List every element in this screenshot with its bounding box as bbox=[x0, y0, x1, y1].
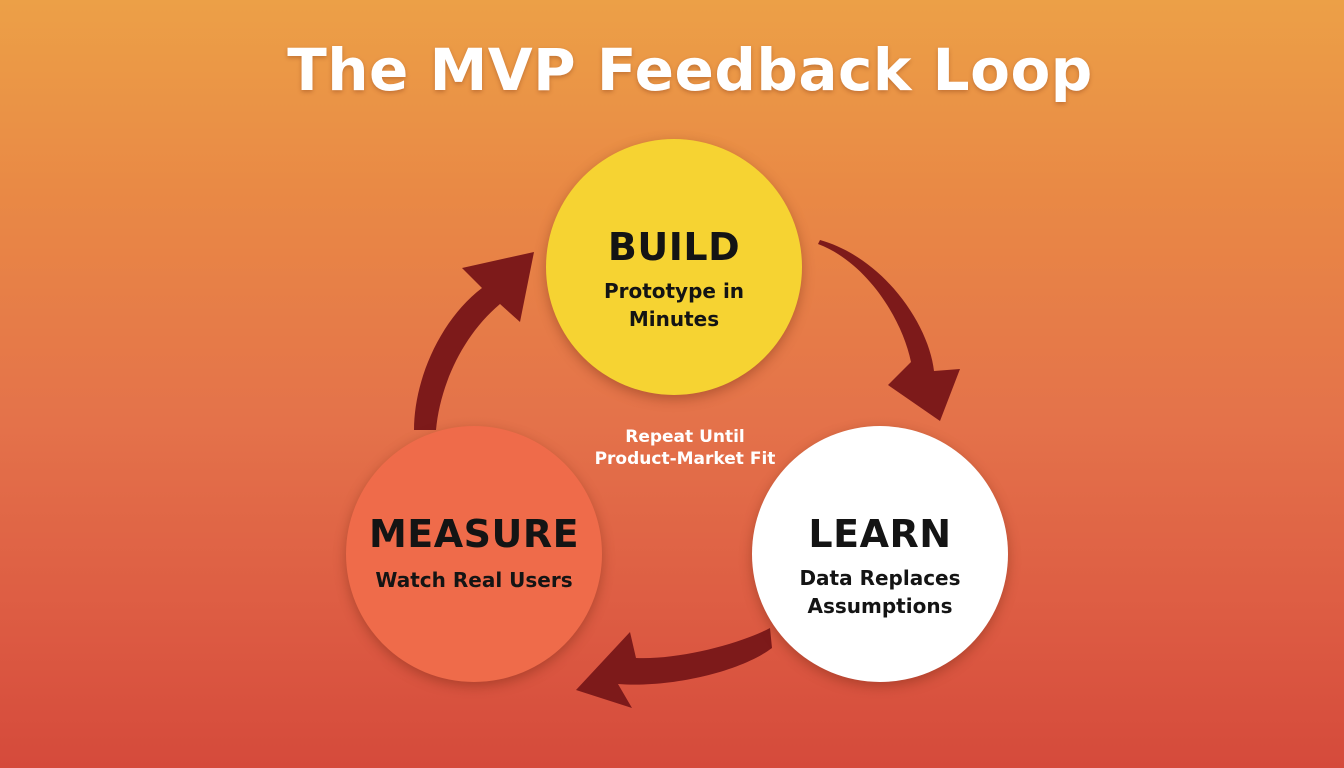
learn-heading: LEARN bbox=[808, 512, 952, 556]
center-label: Repeat Until Product-Market Fit bbox=[594, 427, 776, 469]
learn-node: LEARN Data Replaces Assumptions bbox=[752, 426, 1008, 682]
measure-node: MEASURE Watch Real Users bbox=[346, 426, 602, 682]
diagram-title: The MVP Feedback Loop bbox=[287, 36, 1093, 104]
build-heading: BUILD bbox=[607, 225, 741, 269]
build-description: Prototype in Minutes bbox=[603, 279, 745, 331]
arrow-learn-to-measure bbox=[576, 628, 772, 708]
learn-description: Data Replaces Assumptions bbox=[799, 566, 961, 618]
arrow-measure-to-build bbox=[414, 252, 534, 430]
arrow-build-to-learn bbox=[818, 240, 960, 421]
measure-heading: MEASURE bbox=[368, 512, 580, 556]
measure-description: Watch Real Users bbox=[375, 568, 573, 592]
build-node: BUILD Prototype in Minutes bbox=[546, 139, 802, 395]
